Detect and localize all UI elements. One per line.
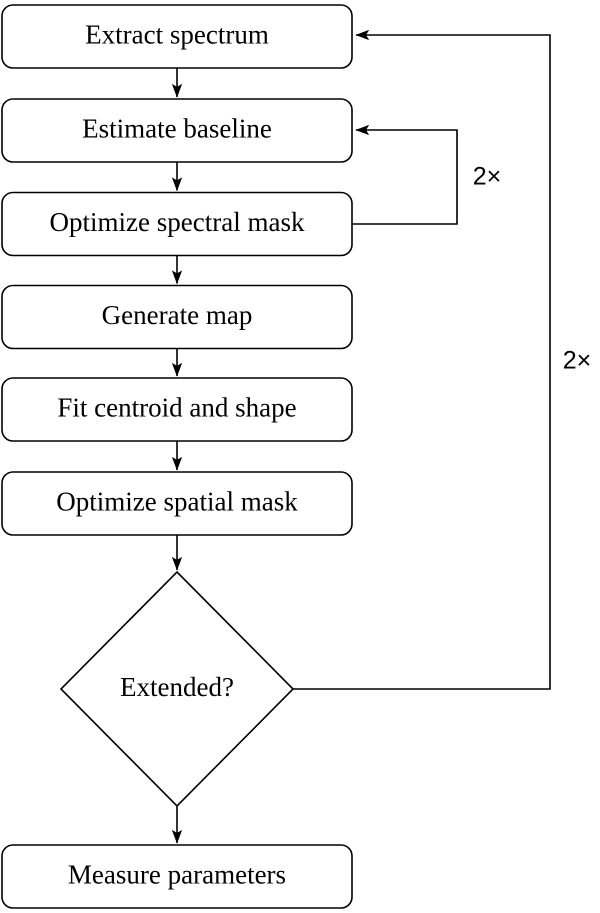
node-fit-centroid-and-shape-label: Fit centroid and shape bbox=[57, 393, 296, 423]
node-optimize-spectral-mask[interactable]: Optimize spectral mask bbox=[1, 191, 353, 257]
node-generate-map[interactable]: Generate map bbox=[1, 284, 353, 350]
node-extended-decision-label: Extended? bbox=[120, 672, 234, 702]
node-measure-parameters[interactable]: Measure parameters bbox=[1, 844, 353, 909]
node-optimize-spatial-mask-label: Optimize spatial mask bbox=[56, 487, 298, 517]
node-measure-parameters-shape bbox=[1, 844, 353, 909]
node-optimize-spectral-mask-label: Optimize spectral mask bbox=[50, 207, 305, 237]
node-estimate-baseline[interactable]: Estimate baseline bbox=[1, 98, 353, 163]
node-extended-decision[interactable]: Extended? bbox=[59, 570, 295, 808]
node-estimate-baseline-label: Estimate baseline bbox=[82, 114, 272, 144]
node-measure-parameters-label: Measure parameters bbox=[68, 860, 286, 890]
outer-loop-count-label: 2× bbox=[563, 347, 592, 375]
node-optimize-spatial-mask[interactable]: Optimize spatial mask bbox=[1, 471, 353, 536]
node-fit-centroid-and-shape[interactable]: Fit centroid and shape bbox=[1, 377, 353, 442]
node-extract-spectrum-label: Extract spectrum bbox=[85, 20, 269, 50]
edge-inner-feedback-loop bbox=[352, 124, 458, 225]
node-extract-spectrum[interactable]: Extract spectrum bbox=[1, 4, 353, 69]
edge-outer-feedback-loop bbox=[293, 29, 551, 690]
node-generate-map-label: Generate map bbox=[102, 300, 253, 330]
inner-loop-count-label: 2× bbox=[473, 163, 502, 191]
